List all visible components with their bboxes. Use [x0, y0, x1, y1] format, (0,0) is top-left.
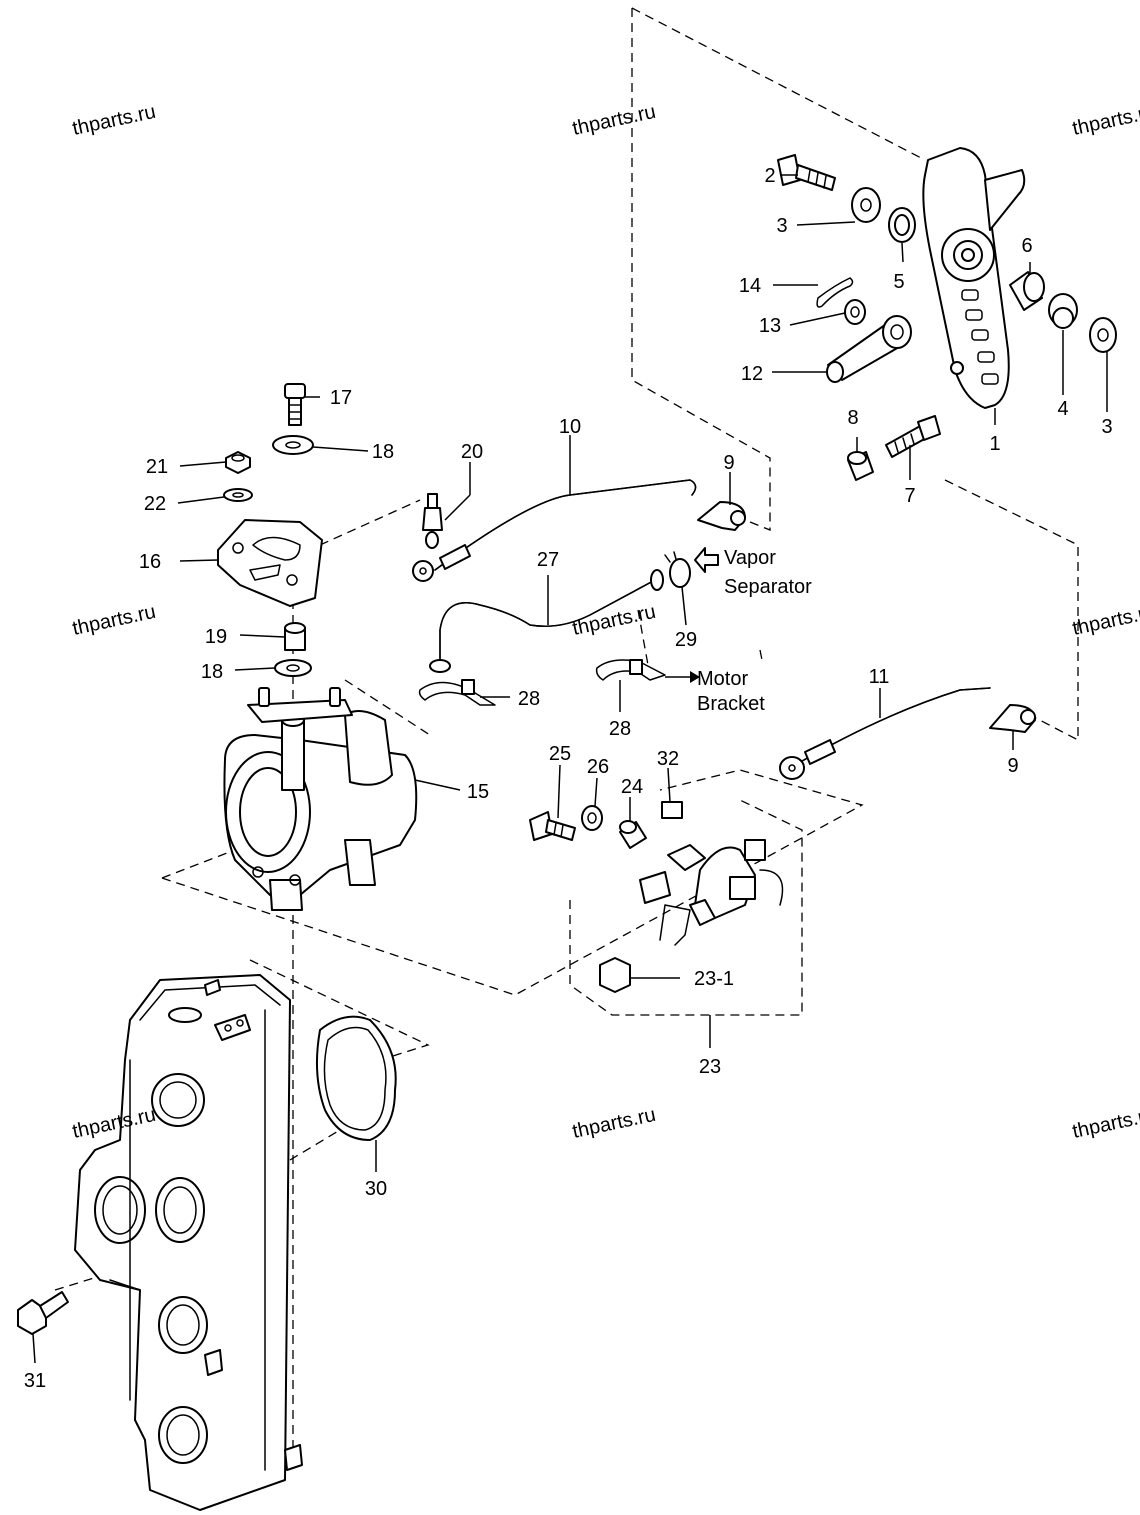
bushing-4	[1048, 293, 1078, 329]
callout-18b: 18	[201, 661, 223, 683]
clip-9a	[697, 501, 746, 531]
note-vapor-line2: Separator	[724, 576, 812, 598]
callout-31: 31	[24, 1370, 46, 1392]
washer-3a	[851, 187, 881, 223]
callout-26: 26	[587, 756, 609, 778]
callout-23: 23	[699, 1056, 721, 1078]
sensor-23	[639, 839, 784, 946]
bracket-16	[217, 519, 323, 607]
assembly-dash-lines	[54, 7, 1079, 1470]
callout-5: 5	[893, 271, 904, 293]
note-vapor-line1: Vapor	[724, 547, 776, 569]
label-32	[661, 801, 683, 819]
callout-18a: 18	[372, 441, 394, 463]
callout-24: 24	[621, 776, 643, 798]
watermark: thparts.ru	[70, 601, 157, 640]
callout-16: 16	[139, 551, 161, 573]
rod-end-12	[826, 315, 912, 383]
washer-18b	[274, 659, 312, 677]
watermark: thparts.ru	[570, 601, 657, 640]
bolt-17	[284, 383, 306, 426]
note-motor-line2: Bracket	[697, 693, 765, 715]
collar-8	[847, 451, 874, 481]
callout-4: 4	[1057, 398, 1068, 420]
note-motor-line1: Motor	[697, 668, 748, 690]
washer-22	[223, 488, 253, 502]
clip-9b	[989, 704, 1036, 733]
intake-manifold	[74, 974, 303, 1511]
callout-15: 15	[467, 781, 489, 803]
collar-19	[284, 622, 306, 651]
throttle-lever-1	[922, 147, 1026, 409]
callout-32: 32	[657, 748, 679, 770]
bolt-31	[17, 1291, 69, 1335]
fitting-20	[422, 493, 443, 549]
callout-11: 11	[869, 666, 890, 688]
collar-6	[1009, 271, 1045, 311]
callout-29: 29	[675, 629, 697, 651]
callout-25: 25	[549, 743, 571, 765]
rod-10	[412, 479, 697, 582]
callout-numbers: 1 2 3 3 4 5 6 7 8 9 9 10 11 12 13 14 15 …	[24, 165, 1113, 1392]
throttle-body-15	[223, 687, 418, 911]
washer-13	[844, 299, 866, 325]
callout-14: 14	[739, 275, 761, 297]
callout-28b: 28	[609, 718, 631, 740]
clamp-28b	[595, 659, 666, 681]
callout-17: 17	[330, 387, 352, 409]
callout-9a: 9	[723, 452, 734, 474]
callout-12: 12	[741, 363, 763, 385]
callout-9b: 9	[1007, 755, 1018, 777]
washer-18a	[272, 435, 314, 455]
callout-7: 7	[904, 485, 915, 507]
washer-3b	[1089, 317, 1117, 353]
arrow-vapor-separator	[694, 547, 719, 573]
clip-14	[816, 277, 854, 308]
watermark: thparts.ru	[70, 101, 157, 140]
callout-30: 30	[365, 1178, 387, 1200]
bolt-2	[777, 154, 836, 191]
clip-29	[664, 551, 691, 588]
destination-notes: Vapor Separator Motor Bracket	[697, 547, 812, 715]
callout-3b: 3	[1101, 416, 1112, 438]
callout-6: 6	[1021, 235, 1032, 257]
gasket-30	[315, 1015, 397, 1141]
clamp-28a	[418, 679, 496, 706]
arrow-motor-bracket	[665, 671, 700, 683]
callout-8: 8	[847, 407, 858, 429]
nut-21	[225, 451, 251, 474]
hose-27	[429, 569, 664, 673]
callout-1: 1	[989, 433, 1000, 455]
bolt-25	[529, 811, 576, 841]
callout-22: 22	[144, 493, 166, 515]
callout-21: 21	[146, 456, 168, 478]
washer-26	[581, 805, 603, 831]
callout-19: 19	[205, 626, 227, 648]
leader-lines	[32, 174, 1108, 1364]
callout-27: 27	[537, 549, 559, 571]
watermark: thparts.ru	[1070, 101, 1140, 140]
callout-3a: 3	[776, 215, 787, 237]
collar-24	[619, 820, 647, 849]
watermark: thparts.ru	[570, 101, 657, 140]
callout-2: 2	[764, 165, 775, 187]
callout-28a: 28	[518, 688, 540, 710]
callout-23-1: 23-1	[694, 968, 734, 990]
rod-11	[779, 687, 991, 780]
watermark: thparts.ru	[1070, 601, 1140, 640]
clip-23-1	[599, 957, 631, 993]
callout-20: 20	[461, 441, 483, 463]
watermark: thparts.ru	[570, 1104, 657, 1143]
watermark: thparts.ru	[1070, 1104, 1140, 1143]
callout-13: 13	[759, 315, 781, 337]
washer-5	[888, 207, 916, 243]
callout-10: 10	[559, 416, 581, 438]
bolt-7	[885, 415, 941, 458]
